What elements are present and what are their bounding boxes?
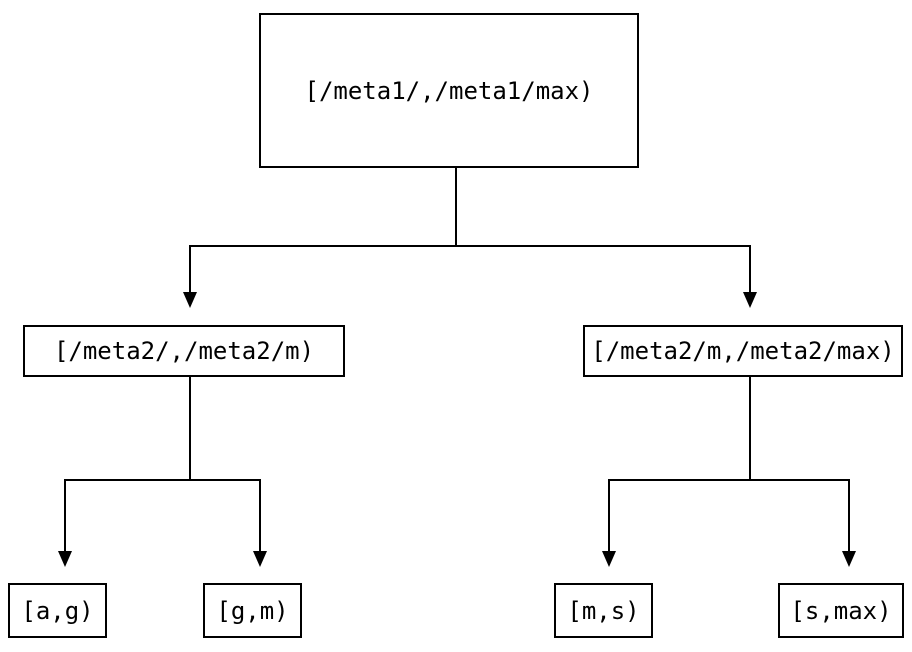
node-label: [m,s) [567,596,640,625]
node-label: [a,g) [21,596,94,625]
node-meta2-high-range: [/meta2/m,/meta2/max) [583,325,903,377]
arrow-down-icon [602,551,616,567]
node-label: [/meta2/m,/meta2/max) [591,337,895,365]
node-leaf-a-g: [a,g) [8,583,107,638]
node-leaf-g-m: [g,m) [203,583,302,638]
node-label: [g,m) [216,596,289,625]
node-leaf-s-max: [s,max) [778,583,904,638]
node-label: [/meta1/,/meta1/max) [304,76,594,105]
arrow-down-icon [183,292,197,308]
node-root-range: [/meta1/,/meta1/max) [259,13,639,168]
arrow-down-icon [842,551,856,567]
node-meta2-low-range: [/meta2/,/meta2/m) [23,325,345,377]
arrow-down-icon [58,551,72,567]
arrow-down-icon [253,551,267,567]
node-leaf-m-s: [m,s) [554,583,653,638]
arrow-down-icon [743,292,757,308]
node-label: [s,max) [790,596,892,625]
node-label: [/meta2/,/meta2/m) [53,337,315,365]
